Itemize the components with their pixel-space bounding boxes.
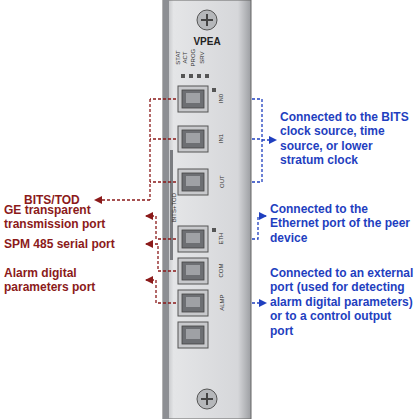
port-name: ALMP: [218, 295, 225, 311]
port-name: IN0: [218, 94, 225, 103]
callout-label: Alarm digital parameters port: [4, 266, 144, 295]
callout-label: Connected to the Ethernet port of the pe…: [270, 202, 415, 245]
board-name: VPEA: [193, 36, 220, 48]
port-name: ETH: [218, 233, 225, 245]
port-group-name: BITS+TOD: [171, 193, 178, 222]
callout-label: Connected to the BITS clock source, time…: [280, 110, 414, 168]
indicator-name: PROG: [190, 49, 197, 67]
port-name: IN1: [218, 134, 225, 143]
indicator-name: SRV: [198, 52, 205, 64]
port-name: COM: [218, 264, 225, 278]
indicator-name: ACT: [182, 52, 189, 64]
indicator-name: STAT: [174, 51, 181, 65]
callout-label: GE transparent transmission port: [4, 203, 144, 232]
callout-label: SPM 485 serial port: [4, 237, 144, 251]
callout-label: Connected to an external port (used for …: [270, 266, 415, 338]
port-name: OUT: [218, 176, 225, 189]
